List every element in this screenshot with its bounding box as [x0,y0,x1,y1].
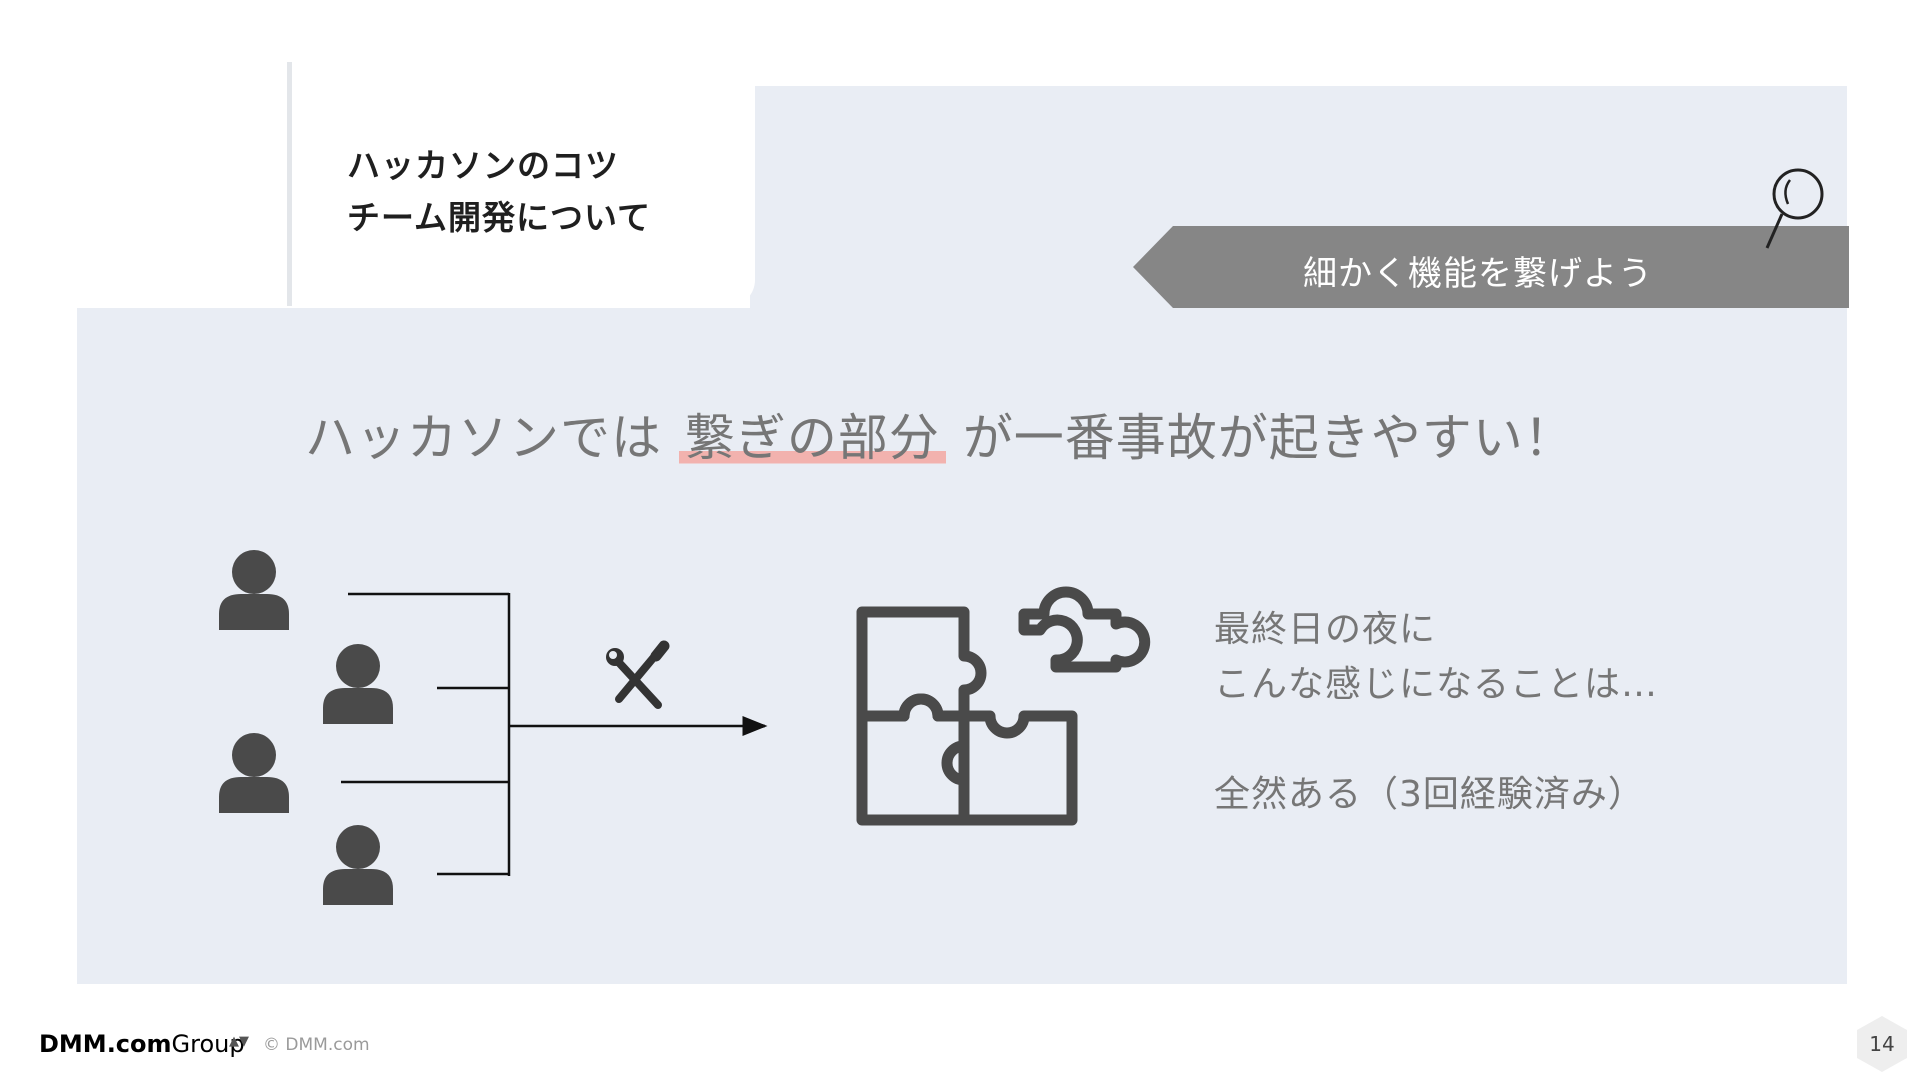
logo-mark-icon: ▲▼ [229,1034,249,1049]
logo-main: DMM.com [39,1030,172,1058]
magnifier-icon [1765,168,1824,249]
page-number: 14 [1869,1032,1895,1056]
person-icon [219,550,289,630]
note-line-1: 最終日の夜に [1214,609,1437,650]
subtitle-ribbon: 細かく機能を繋げよう [1133,226,1849,308]
headline-prefix: ハッカソンでは [305,409,662,467]
dmm-logo: DMM.comGroup [39,1030,245,1058]
note-line-3: 全然ある（3回経験済み） [1214,774,1645,815]
puzzle-icon [856,586,1151,826]
tools-icon [606,640,670,709]
person-icon [323,644,393,724]
ribbon-text: 細かく機能を繋げよう [1303,254,1653,294]
logo-group: Group [171,1030,245,1058]
person-icon [323,825,393,905]
page-number-badge: 14 [1857,1016,1907,1072]
connector-lines [341,592,511,876]
slide-title-line2: チーム開発について [347,198,652,237]
slide-title-line1: ハッカソンのコツ [347,146,619,185]
note-line-2: こんな感じになることは… [1214,664,1659,705]
headline-suffix: が一番事故が起きやすい！ [962,409,1575,467]
headline: ハッカソンでは 繋ぎの部分 が一番事故が起きやすい！ [305,398,1575,470]
title-card: ハッカソンのコツ チーム開発について [287,62,755,306]
copyright: © DMM.com [263,1035,370,1055]
person-icon [219,733,289,813]
headline-highlight: 繋ぎの部分 [678,409,946,467]
